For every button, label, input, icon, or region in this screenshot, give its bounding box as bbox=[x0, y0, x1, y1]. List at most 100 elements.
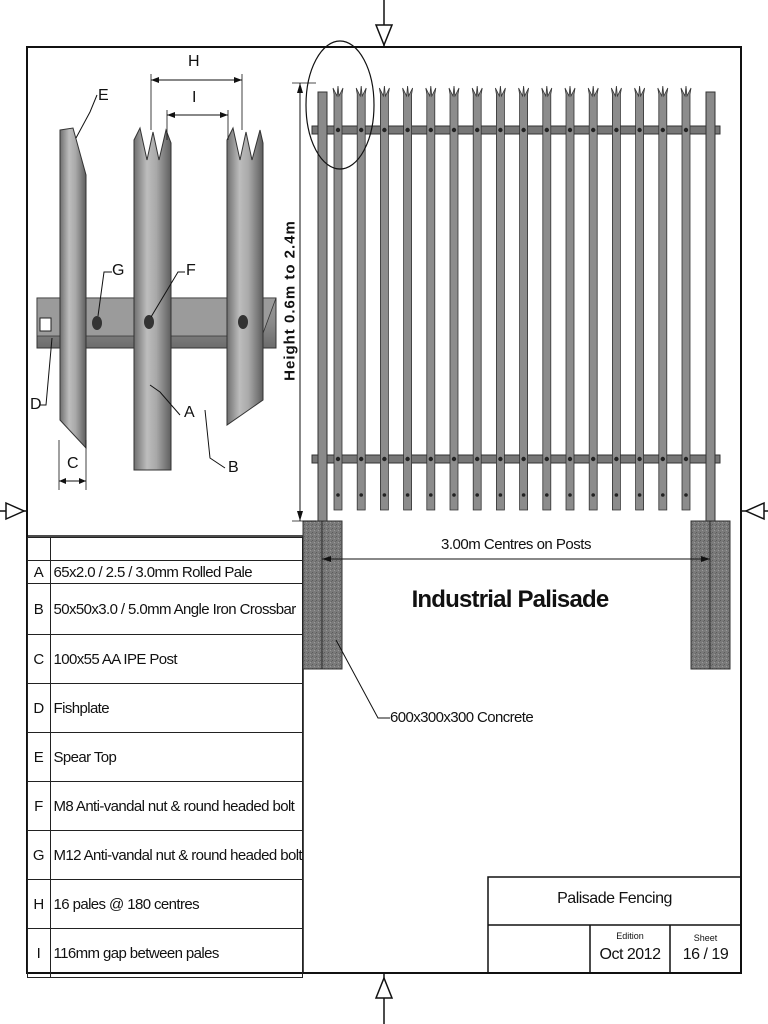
part-code: G bbox=[27, 830, 51, 880]
rolled-pale-right bbox=[226, 126, 264, 426]
sheet-value: 16 / 19 bbox=[682, 946, 729, 963]
pale-bolt bbox=[451, 456, 457, 462]
part-code: A bbox=[27, 560, 51, 584]
sheet-label: Sheet bbox=[693, 933, 718, 943]
part-code: C bbox=[27, 634, 51, 684]
rolled-pale-centre bbox=[133, 126, 172, 471]
fence-pale bbox=[332, 85, 344, 511]
parts-table: A 65x2.0 / 2.5 / 3.0mm Rolled Pale B 50x… bbox=[27, 537, 304, 978]
pale-bolt bbox=[660, 127, 665, 133]
pale-bolt bbox=[660, 456, 665, 462]
title-block bbox=[487, 876, 742, 974]
bottom-rail bbox=[311, 454, 721, 464]
pale-bolt bbox=[683, 127, 689, 133]
pale-bolt bbox=[544, 127, 549, 133]
pale-bolt bbox=[567, 127, 573, 133]
detail-letter-g: G bbox=[112, 262, 125, 279]
pale-bolt bbox=[684, 493, 688, 497]
fence-pale bbox=[541, 85, 553, 511]
pale-bolt bbox=[544, 456, 549, 462]
pale-bolt bbox=[429, 493, 433, 497]
fence-pale bbox=[680, 85, 692, 511]
pale-bolt bbox=[405, 127, 410, 133]
pale-bolt bbox=[567, 456, 573, 462]
pale-bolt bbox=[359, 127, 364, 133]
fence-pale bbox=[657, 85, 669, 511]
table-row: C 100x55 AA IPE Post bbox=[27, 634, 304, 684]
table-row: I 116mm gap between pales bbox=[27, 928, 304, 978]
pale-bolt bbox=[568, 493, 572, 497]
table-row: H 16 pales @ 180 centres bbox=[27, 879, 304, 929]
bolt-g bbox=[92, 316, 102, 330]
fence-pale bbox=[355, 85, 367, 511]
detail-letter-b: B bbox=[228, 459, 239, 476]
pale-bolt bbox=[521, 456, 526, 462]
detail-letter-a: A bbox=[184, 404, 195, 421]
detail-letter-f: F bbox=[186, 262, 196, 279]
part-description: 16 pales @ 180 centres bbox=[49, 879, 304, 929]
pale-bolt bbox=[475, 456, 480, 462]
pale-bolt bbox=[637, 456, 642, 462]
table-row: B 50x50x3.0 / 5.0mm Angle Iron Crossbar bbox=[27, 583, 304, 635]
pale-bolt bbox=[428, 127, 433, 133]
pale-bolt bbox=[498, 127, 503, 133]
pale-bolt bbox=[405, 493, 410, 497]
pale-bolt bbox=[382, 127, 387, 133]
pale-bolt bbox=[382, 493, 387, 497]
bolt-right bbox=[238, 315, 248, 329]
detail-callout-circle bbox=[305, 40, 375, 170]
detail-letter-h: H bbox=[188, 53, 200, 70]
pale-bolt bbox=[359, 456, 364, 462]
part-description: 50x50x3.0 / 5.0mm Angle Iron Crossbar bbox=[49, 583, 304, 635]
table-row: G M12 Anti-vandal nut & round headed bol… bbox=[27, 830, 304, 880]
pale-bolt bbox=[661, 493, 665, 497]
pale-bolt bbox=[498, 493, 503, 497]
pale-bolt bbox=[428, 456, 433, 462]
top-rail bbox=[311, 125, 721, 135]
fence-pale bbox=[425, 85, 437, 511]
pale-bolt bbox=[405, 456, 410, 462]
concrete-label: 600x300x300 Concrete bbox=[390, 709, 534, 726]
detail-letter-e: E bbox=[98, 87, 109, 104]
table-header-row bbox=[27, 537, 304, 561]
part-description: Fishplate bbox=[49, 683, 304, 733]
part-description: 100x55 AA IPE Post bbox=[49, 634, 304, 684]
pale-bolt bbox=[683, 456, 689, 462]
table-row: F M8 Anti-vandal nut & round headed bolt bbox=[27, 781, 304, 831]
part-code: D bbox=[27, 683, 51, 733]
part-code: B bbox=[27, 583, 51, 635]
fence-pale bbox=[564, 85, 576, 511]
detail-view bbox=[36, 74, 277, 490]
pale-bolt bbox=[359, 493, 364, 497]
pale-bolt bbox=[336, 493, 340, 497]
pale-bolt bbox=[591, 456, 596, 462]
spear-top-pale bbox=[59, 127, 87, 450]
part-description: M12 Anti-vandal nut & round headed bolt bbox=[49, 830, 304, 880]
pale-bolt bbox=[498, 456, 503, 462]
fence-pale bbox=[495, 85, 506, 511]
detail-letter-c: C bbox=[67, 455, 79, 472]
fence-pale bbox=[611, 85, 622, 511]
pale-bolt bbox=[521, 127, 526, 133]
pale-bolt bbox=[451, 127, 457, 133]
pale-bolt bbox=[637, 127, 642, 133]
fence-elevation bbox=[292, 40, 731, 719]
pale-bolt bbox=[614, 493, 619, 497]
table-row: D Fishplate bbox=[27, 683, 304, 733]
title-block-name: Palisade Fencing bbox=[557, 890, 672, 907]
fence-pale bbox=[587, 85, 599, 511]
part-description: 116mm gap between pales bbox=[49, 928, 304, 978]
fence-pale bbox=[402, 85, 413, 511]
table-row: E Spear Top bbox=[27, 732, 304, 782]
fence-pale bbox=[471, 85, 483, 511]
pale-bolt bbox=[591, 127, 596, 133]
fence-pale bbox=[518, 85, 529, 511]
part-description: Spear Top bbox=[49, 732, 304, 782]
pale-bolt bbox=[614, 127, 619, 133]
right-post bbox=[705, 91, 716, 523]
pale-bolt bbox=[475, 127, 480, 133]
detail-letter-i: I bbox=[192, 89, 197, 106]
part-description: 65x2.0 / 2.5 / 3.0mm Rolled Pale bbox=[49, 560, 304, 584]
